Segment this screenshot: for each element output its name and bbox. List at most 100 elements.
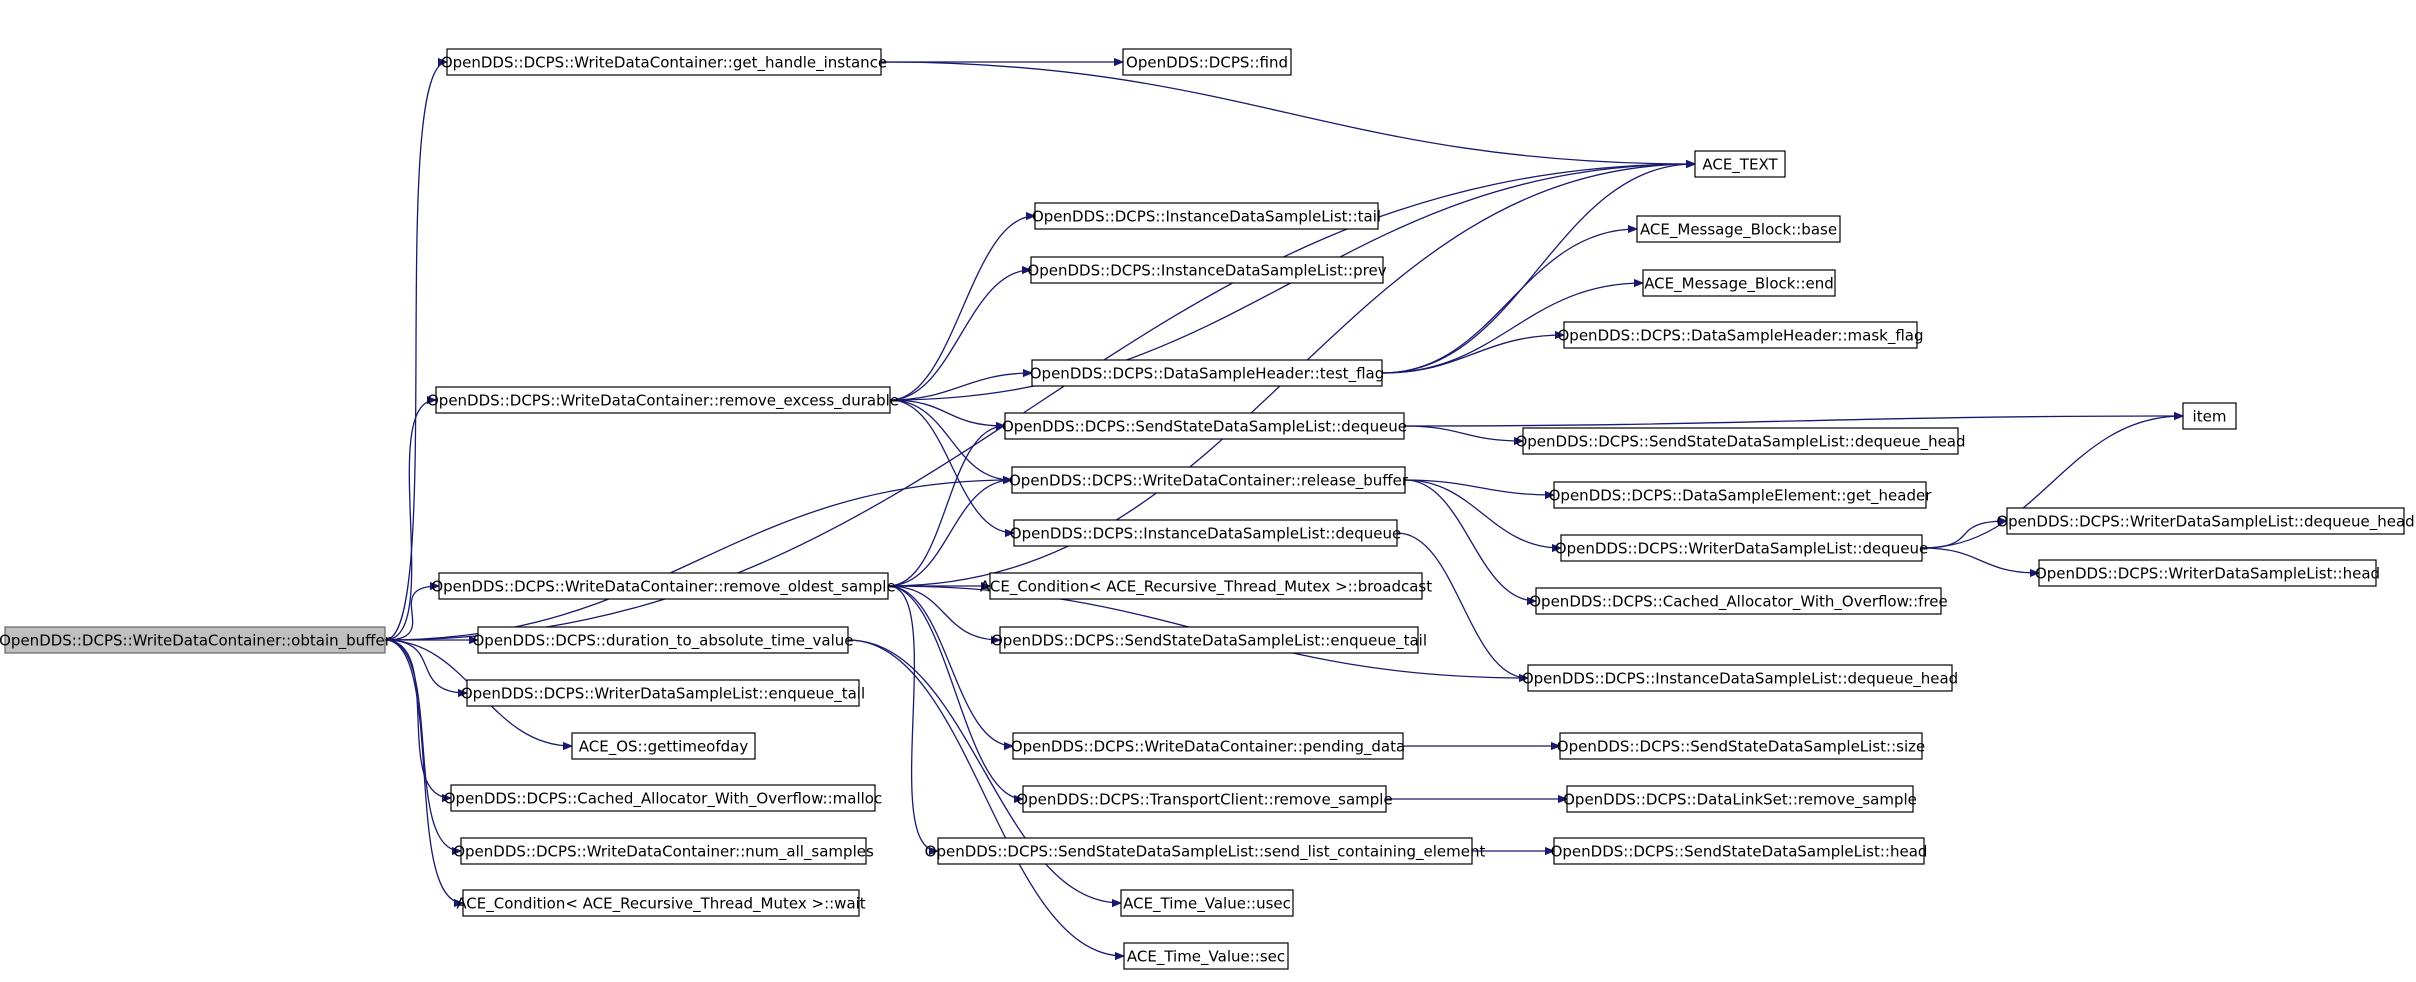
node-label: OpenDDS::DCPS::WriterDataSampleList::deq…	[1555, 540, 1928, 558]
node-label: ACE_Condition< ACE_Recursive_Thread_Mute…	[980, 578, 1432, 597]
node-label: OpenDDS::DCPS::find	[1126, 54, 1288, 72]
node-box	[2006, 507, 2405, 535]
node-num-all-samples[interactable]: OpenDDS::DCPS::WriteDataContainer::num_a…	[453, 837, 874, 865]
node-mb-end[interactable]: ACE_Message_Block::end	[1642, 269, 1836, 297]
node-label: OpenDDS::DCPS::SendStateDataSampleList::…	[991, 632, 1427, 651]
edge-remove_excess_durable-to-ssdsl_dequeue	[889, 399, 1005, 426]
node-wdsl-enqueue-tail[interactable]: OpenDDS::DCPS::WriterDataSampleList::enq…	[461, 679, 865, 707]
node-cond-broadcast[interactable]: ACE_Condition< ACE_Recursive_Thread_Mute…	[980, 572, 1432, 600]
node-label: OpenDDS::DCPS::WriteDataContainer::relea…	[1009, 472, 1409, 491]
node-label: OpenDDS::DCPS::Cached_Allocator_With_Ove…	[444, 790, 882, 809]
node-label: OpenDDS::DCPS::DataSampleElement::get_he…	[1549, 487, 1933, 506]
node-wdsl-dequeue[interactable]: OpenDDS::DCPS::WriterDataSampleList::deq…	[1555, 534, 1928, 562]
node-box	[466, 679, 860, 707]
node-tv-sec[interactable]: ACE_Time_Value::sec	[1123, 942, 1289, 970]
node-box	[999, 626, 1419, 654]
node-ssdsl-dequeue[interactable]: OpenDDS::DCPS::SendStateDataSampleList::…	[1002, 412, 1407, 440]
node-idsl-dequeue-head[interactable]: OpenDDS::DCPS::InstanceDataSampleList::d…	[1522, 664, 1958, 692]
node-tv-usec[interactable]: ACE_Time_Value::usec	[1120, 889, 1294, 917]
node-tc-remove-sample[interactable]: OpenDDS::DCPS::TransportClient::remove_s…	[1016, 785, 1393, 813]
node-box	[1559, 732, 1923, 760]
edge-wdsl_dequeue-to-item	[1921, 416, 2183, 549]
node-dsh-mask-flag[interactable]: OpenDDS::DCPS::DataSampleHeader::mask_fl…	[1558, 321, 1924, 349]
node-box	[937, 837, 1473, 865]
node-box	[2182, 402, 2237, 430]
node-box	[1004, 412, 1405, 440]
node-box	[1553, 837, 1925, 865]
node-pending-data[interactable]: OpenDDS::DCPS::WriteDataContainer::pendi…	[1011, 732, 1405, 760]
node-label: ACE_TEXT	[1702, 156, 1778, 175]
node-label: OpenDDS::DCPS::InstanceDataSampleList::d…	[1010, 525, 1401, 543]
node-label: OpenDDS::DCPS::WriteDataContainer::pendi…	[1011, 738, 1405, 757]
node-box	[1527, 664, 1953, 692]
node-dse-get-header[interactable]: OpenDDS::DCPS::DataSampleElement::get_he…	[1549, 481, 1933, 509]
edge-remove_oldest_sample-to-pending_data	[887, 585, 1013, 746]
edge-obtain_buffer-to-get_handle_instance	[384, 62, 448, 641]
edge-obtain_buffer-to-num_all_samples	[384, 639, 461, 851]
node-box	[1522, 427, 1959, 455]
node-ssdsl-enqueue-tail[interactable]: OpenDDS::DCPS::SendStateDataSampleList::…	[991, 626, 1427, 654]
edge-wdsl_dequeue-to-wdsl_head	[1921, 547, 2039, 573]
node-box	[1122, 48, 1292, 76]
edge-remove_excess_durable-to-idsl_tail	[889, 216, 1035, 401]
node-ssdsl-send-list[interactable]: OpenDDS::DCPS::SendStateDataSampleList::…	[925, 837, 1486, 865]
node-cond-wait[interactable]: ACE_Condition< ACE_Recursive_Thread_Mute…	[456, 889, 866, 917]
call-nodes: OpenDDS::DCPS::WriteDataContainer::obtai…	[0, 48, 2415, 970]
edge-remove_oldest_sample-to-release_buffer	[887, 480, 1012, 587]
node-box	[1636, 215, 1841, 243]
node-box	[1123, 942, 1289, 970]
node-box	[1031, 359, 1383, 387]
node-gettimeofday[interactable]: ACE_OS::gettimeofday	[571, 732, 756, 760]
node-caw-malloc[interactable]: OpenDDS::DCPS::Cached_Allocator_With_Ove…	[444, 784, 882, 812]
node-box	[446, 48, 882, 76]
node-idsl-dequeue[interactable]: OpenDDS::DCPS::InstanceDataSampleList::d…	[1010, 519, 1401, 547]
node-wdsl-head[interactable]: OpenDDS::DCPS::WriterDataSampleList::hea…	[2035, 559, 2380, 587]
node-get-handle-instance[interactable]: OpenDDS::DCPS::WriteDataContainer::get_h…	[441, 48, 887, 76]
node-remove-oldest-sample[interactable]: OpenDDS::DCPS::WriteDataContainer::remov…	[431, 572, 896, 600]
node-box	[4, 626, 386, 654]
node-idsl-tail[interactable]: OpenDDS::DCPS::InstanceDataSampleList::t…	[1032, 202, 1381, 230]
edge-dsh_test_flag-to-dsh_mask_flag	[1381, 335, 1564, 374]
node-remove-excess-durable[interactable]: OpenDDS::DCPS::WriteDataContainer::remov…	[427, 386, 899, 414]
node-idsl-prev[interactable]: OpenDDS::DCPS::InstanceDataSampleList::p…	[1027, 256, 1387, 284]
edge-obtain_buffer-to-cond_wait	[384, 639, 463, 903]
node-label: ACE_Time_Value::usec	[1123, 895, 1291, 914]
node-find[interactable]: OpenDDS::DCPS::find	[1122, 48, 1292, 76]
node-ssdsl-head[interactable]: OpenDDS::DCPS::SendStateDataSampleList::…	[1551, 837, 1928, 865]
node-box	[435, 386, 891, 414]
node-duration-to-abs[interactable]: OpenDDS::DCPS::duration_to_absolute_time…	[472, 626, 854, 654]
edge-obtain_buffer-to-ace_text	[384, 164, 1695, 641]
node-box	[450, 784, 876, 812]
node-ace-text[interactable]: ACE_TEXT	[1694, 150, 1786, 178]
node-wdsl-dequeue-head[interactable]: OpenDDS::DCPS::WriterDataSampleList::deq…	[1996, 507, 2415, 535]
edge-get_handle_instance-to-ace_text	[880, 61, 1695, 164]
edge-remove_oldest_sample-to-ssdsl_send_list	[887, 585, 938, 851]
edge-release_buffer-to-dse_get_header	[1404, 479, 1554, 495]
node-dls-remove-sample[interactable]: OpenDDS::DCPS::DataLinkSet::remove_sampl…	[1563, 785, 1917, 813]
node-item[interactable]: item	[2182, 402, 2237, 430]
node-release-buffer[interactable]: OpenDDS::DCPS::WriteDataContainer::relea…	[1009, 466, 1409, 494]
edge-remove_oldest_sample-to-tc_remove_sample	[887, 585, 1023, 799]
node-obtain-buffer[interactable]: OpenDDS::DCPS::WriteDataContainer::obtai…	[0, 626, 392, 654]
edge-ssdsl_dequeue-to-item	[1403, 416, 2183, 427]
node-mb-base[interactable]: ACE_Message_Block::base	[1636, 215, 1841, 243]
edge-release_buffer-to-caw_free	[1404, 479, 1536, 601]
node-ssdsl-size[interactable]: OpenDDS::DCPS::SendStateDataSampleList::…	[1557, 732, 1925, 760]
edge-remove_oldest_sample-to-ssdsl_enqueue_tail	[887, 585, 1000, 640]
node-box	[1034, 202, 1379, 230]
node-caw-free[interactable]: OpenDDS::DCPS::Cached_Allocator_With_Ove…	[1529, 587, 1948, 615]
node-label: ACE_OS::gettimeofday	[579, 738, 749, 757]
node-box	[1022, 785, 1387, 813]
node-dsh-test-flag[interactable]: OpenDDS::DCPS::DataSampleHeader::test_fl…	[1030, 359, 1384, 387]
edge-remove_excess_durable-to-dsh_test_flag	[889, 373, 1032, 401]
node-label: OpenDDS::DCPS::Cached_Allocator_With_Ove…	[1529, 593, 1948, 612]
node-label: OpenDDS::DCPS::WriteDataContainer::get_h…	[441, 54, 887, 73]
node-label: OpenDDS::DCPS::duration_to_absolute_time…	[472, 632, 853, 651]
node-box	[438, 572, 889, 600]
node-box	[1011, 466, 1406, 494]
node-ssdsl-dequeue-head[interactable]: OpenDDS::DCPS::SendStateDataSampleList::…	[1515, 427, 1966, 455]
node-label: ACE_Message_Block::base	[1640, 221, 1837, 240]
node-label: OpenDDS::DCPS::DataLinkSet::remove_sampl…	[1563, 791, 1917, 810]
node-box	[1030, 256, 1384, 284]
